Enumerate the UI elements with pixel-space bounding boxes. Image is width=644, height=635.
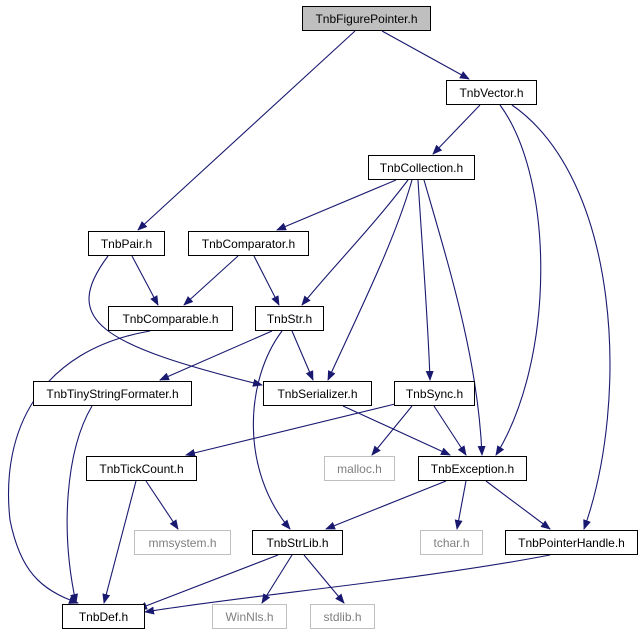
node-box [108,306,233,331]
node-box [88,231,165,256]
edge-figurepointer-to-vector [381,30,470,80]
node-label: WinNls.h [225,610,273,624]
node-label: TnbSerializer.h [277,387,357,401]
edge-str-to-strlib [252,330,291,530]
edge-str-to-tinystringformater [159,330,273,381]
node-tchar: tchar.h [420,530,483,555]
node-label: TnbStr.h [267,312,312,326]
node-box [134,530,231,555]
edge-pair-to-serializer [88,255,263,387]
edge-figurepointer-to-pair [137,30,356,231]
node-label: TnbComparable.h [122,312,218,326]
edge-strlib-to-stdlib [303,554,345,604]
node-label: TnbFigurePointer.h [315,12,417,26]
edge-tickcount-to-def [102,480,137,604]
node-vector[interactable]: TnbVector.h [446,80,537,105]
edge-serializer-to-exception [342,405,451,456]
edge-exception-to-pointerhandle [485,480,551,530]
edges-layer [7,30,611,615]
node-label: TnbSync.h [406,387,463,401]
node-label: TnbException.h [431,462,514,476]
node-label: TnbTickCount.h [99,462,183,476]
node-str[interactable]: TnbStr.h [255,306,324,331]
node-sync[interactable]: TnbSync.h [394,381,475,406]
edge-comparator-to-comparable [183,255,239,306]
node-label: mmsystem.h [148,536,216,550]
node-box [394,381,475,406]
node-label: stdlib.h [323,610,361,624]
node-box [418,456,527,481]
edge-collection-to-serializer [327,179,413,381]
node-box [368,155,475,180]
edge-sync-to-malloc [371,405,413,456]
node-box [62,604,145,629]
node-label: TnbComparator.h [202,237,295,251]
edge-collection-to-sync [417,179,434,381]
node-box [505,530,638,555]
edge-vector-to-pointerhandle [511,104,611,530]
edge-collection-to-exception [423,179,486,456]
node-label: TnbStrLib.h [266,536,328,550]
edge-collection-to-str [301,179,409,306]
edge-tinystringformater-to-def [66,405,93,604]
node-label: malloc.h [337,462,382,476]
node-mmsystem: mmsystem.h [134,530,231,555]
node-tickcount[interactable]: TnbTickCount.h [86,456,197,481]
edge-vector-to-collection [432,104,481,155]
node-serializer[interactable]: TnbSerializer.h [263,381,372,406]
edge-comparable-to-def [7,330,151,604]
node-stdlib: stdlib.h [310,604,375,629]
node-box [86,456,197,481]
edge-vector-to-exception [495,104,542,456]
node-box [324,456,395,481]
node-box [302,6,431,31]
edge-comparator-to-str [253,255,280,306]
node-label: TnbDef.h [79,610,128,624]
node-label: TnbVector.h [459,86,523,100]
edge-strlib-to-def [137,554,279,610]
node-label: TnbCollection.h [380,161,463,175]
node-box [263,381,372,406]
node-winnls: WinNls.h [212,604,287,629]
node-box [212,604,287,629]
node-pointerhandle[interactable]: TnbPointerHandle.h [505,530,638,555]
node-box [33,381,192,406]
node-box [255,306,324,331]
node-pair[interactable]: TnbPair.h [88,231,165,256]
node-strlib[interactable]: TnbStrLib.h [252,530,343,555]
edge-sync-to-tickcount [185,403,396,457]
edge-exception-to-strlib [325,480,447,530]
edge-str-to-serializer [291,330,314,381]
edge-pointerhandle-to-def [144,554,551,615]
edge-collection-to-comparator [276,179,397,231]
node-label: TnbPointerHandle.h [518,536,625,550]
node-box [252,530,343,555]
node-tinystringformater[interactable]: TnbTinyStringFormater.h [33,381,192,406]
edge-exception-to-tchar [454,480,467,530]
edge-pair-to-comparable [131,255,159,306]
node-exception[interactable]: TnbException.h [418,456,527,481]
node-box [420,530,483,555]
edge-tickcount-to-mmsystem [145,480,179,530]
nodes-layer: TnbFigurePointer.hTnbVector.hTnbCollecti… [33,6,638,629]
node-figurepointer[interactable]: TnbFigurePointer.h [302,6,431,31]
node-label: TnbTinyStringFormater.h [46,387,178,401]
node-box [446,80,537,105]
node-collection[interactable]: TnbCollection.h [368,155,475,180]
node-label: TnbPair.h [101,237,152,251]
node-box [310,604,375,629]
edge-sync-to-exception [433,405,467,456]
node-def[interactable]: TnbDef.h [62,604,145,629]
node-label: tchar.h [433,536,469,550]
node-comparable[interactable]: TnbComparable.h [108,306,233,331]
node-comparator[interactable]: TnbComparator.h [188,231,309,256]
node-malloc: malloc.h [324,456,395,481]
node-box [188,231,309,256]
